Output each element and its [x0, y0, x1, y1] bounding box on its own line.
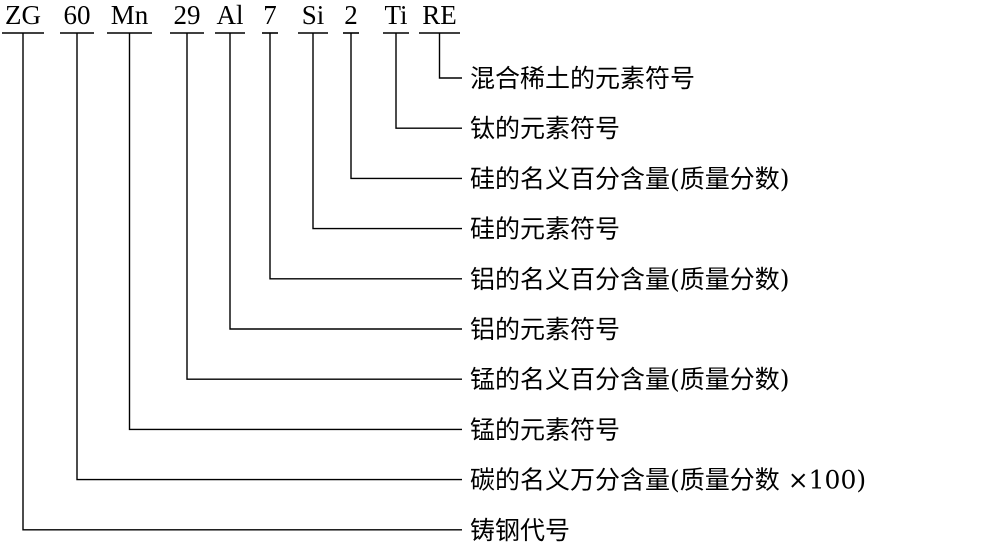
leader-line-re	[438, 33, 462, 79]
description-2: 硅的名义百分含量(质量分数)	[470, 164, 790, 193]
leader-line-60	[76, 33, 462, 481]
code-ti: Ti	[384, 0, 407, 30]
leader-lines	[22, 33, 462, 531]
description-60: 碳的名义万分含量(质量分数 ×100)	[470, 466, 866, 495]
description-29: 锰的名义百分含量(质量分数)	[470, 365, 790, 394]
grade-code-row: ZG 60 Mn 29 Al 7 Si 2 Ti RE	[2, 0, 460, 34]
code-60: 60	[64, 0, 91, 30]
code-zg: ZG	[5, 0, 41, 30]
code-7: 7	[263, 0, 277, 30]
description-ti: 钛的元素符号	[470, 114, 620, 143]
description-7: 铝的名义百分含量(质量分数)	[470, 265, 790, 294]
code-mn: Mn	[111, 0, 149, 30]
description-zg: 铸钢代号	[470, 516, 570, 542]
leader-line-al	[229, 33, 462, 330]
leader-line-ti	[395, 33, 462, 129]
code-re: RE	[422, 0, 457, 30]
code-29: 29	[174, 0, 201, 30]
leader-line-si	[312, 33, 462, 230]
description-labels: 铸钢代号 碳的名义万分含量(质量分数 ×100) 锰的元素符号 锰的名义百分含量(质量…	[470, 64, 866, 542]
description-re: 混合稀土的元素符号	[470, 64, 695, 93]
leader-line-mn	[128, 33, 462, 431]
leader-line-zg	[22, 33, 462, 531]
description-si: 硅的元素符号	[470, 215, 620, 244]
leader-line-2	[350, 33, 462, 180]
code-al: Al	[217, 0, 244, 30]
description-al: 铝的元素符号	[470, 315, 620, 344]
leader-line-29	[186, 33, 462, 380]
leader-line-7	[269, 33, 462, 280]
code-si: Si	[302, 0, 325, 30]
description-mn: 锰的元素符号	[470, 415, 620, 444]
code-2: 2	[344, 0, 358, 30]
